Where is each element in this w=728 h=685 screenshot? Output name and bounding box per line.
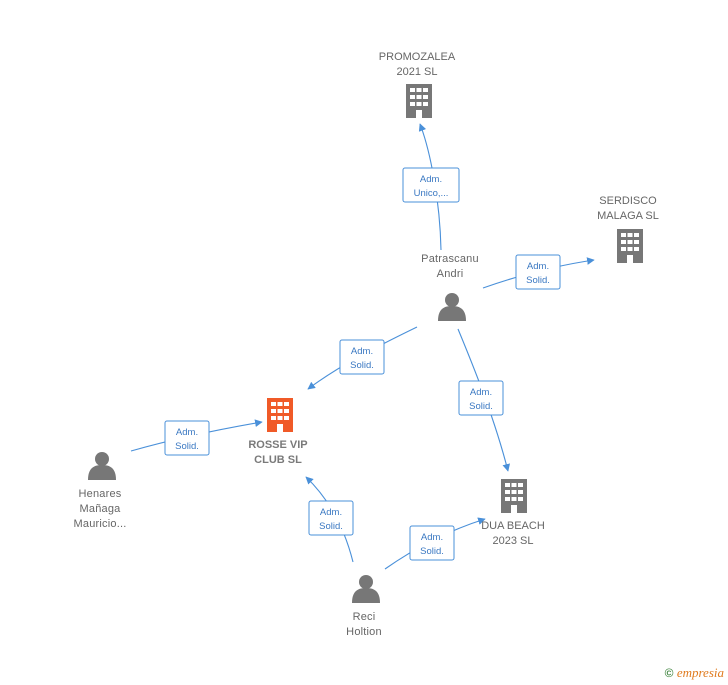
edge-label-line2: Solid.: [420, 546, 444, 557]
edge-label-line2: Solid.: [319, 521, 343, 532]
company-node-promozalea[interactable]: PROMOZALEA 2021 SL: [379, 51, 456, 118]
person-name-line3: Mauricio...: [74, 518, 127, 530]
company-name-line2: MALAGA SL: [597, 210, 659, 222]
edge-label-line2: Solid.: [175, 441, 199, 452]
edge-label-line2: Solid.: [350, 360, 374, 371]
building-icon: [617, 229, 643, 263]
person-name-line2: Andri: [437, 268, 464, 280]
empresia-watermark: © empresia: [665, 665, 724, 681]
person-icon: [352, 575, 380, 603]
building-icon: [267, 398, 293, 432]
person-name-line1: Reci: [353, 611, 376, 623]
company-node-dua-beach[interactable]: DUA BEACH 2023 SL: [481, 479, 545, 547]
edge-label-adm-solid-henares[interactable]: Adm. Solid.: [164, 420, 210, 456]
person-node-reci[interactable]: Reci Holtion: [346, 575, 382, 638]
edge-label-line2: Solid.: [526, 275, 550, 286]
person-icon: [438, 293, 466, 321]
edge-label-line1: Adm.: [421, 532, 443, 543]
person-node-henares[interactable]: Henares Mañaga Mauricio...: [74, 452, 127, 530]
edge-label-adm-solid-dua-top[interactable]: Adm. Solid.: [458, 380, 504, 416]
edge-label-line2: Solid.: [469, 401, 493, 412]
company-name-line1: SERDISCO: [599, 195, 657, 207]
edge-label-line2: Unico,...: [414, 188, 449, 199]
edge-label-adm-solid-reci-rosse[interactable]: Adm. Solid.: [308, 500, 354, 536]
edge-label-line1: Adm.: [527, 261, 549, 272]
person-name-line1: Patrascanu: [421, 253, 479, 265]
edge-label-line1: Adm.: [351, 346, 373, 357]
edge-label-adm-unico[interactable]: Adm. Unico,...: [402, 167, 460, 203]
building-icon: [501, 479, 527, 513]
company-name-line2: 2023 SL: [493, 535, 534, 547]
person-name-line1: Henares: [79, 488, 122, 500]
building-icon: [406, 84, 432, 118]
person-node-patrascanu[interactable]: Patrascanu Andri: [421, 253, 479, 321]
company-node-serdisco[interactable]: SERDISCO MALAGA SL: [597, 195, 659, 263]
edge-label-line1: Adm.: [320, 507, 342, 518]
company-name-line1: ROSSE VIP: [248, 439, 307, 451]
edge-label-adm-solid-reci-dua[interactable]: Adm. Solid.: [409, 525, 455, 561]
company-name-line1: DUA BEACH: [481, 520, 545, 532]
edge-label-adm-solid-rosse-top[interactable]: Adm. Solid.: [339, 339, 385, 375]
copyright-symbol: ©: [664, 666, 674, 680]
edge-label-line1: Adm.: [470, 387, 492, 398]
company-name-line2: CLUB SL: [254, 454, 302, 466]
brand-name: mpresia: [682, 665, 724, 680]
brand-initial: e: [676, 665, 683, 680]
edge-label-line1: Adm.: [176, 427, 198, 438]
edge-label-adm-solid-serdisco[interactable]: Adm. Solid.: [515, 254, 561, 290]
edge-label-line1: Adm.: [420, 174, 442, 185]
company-name-line1: PROMOZALEA: [379, 51, 456, 63]
person-icon: [88, 452, 116, 480]
person-name-line2: Mañaga: [80, 503, 122, 515]
person-name-line2: Holtion: [346, 626, 382, 638]
company-name-line2: 2021 SL: [397, 66, 438, 78]
company-node-rosse-vip-club[interactable]: ROSSE VIP CLUB SL: [248, 398, 308, 466]
